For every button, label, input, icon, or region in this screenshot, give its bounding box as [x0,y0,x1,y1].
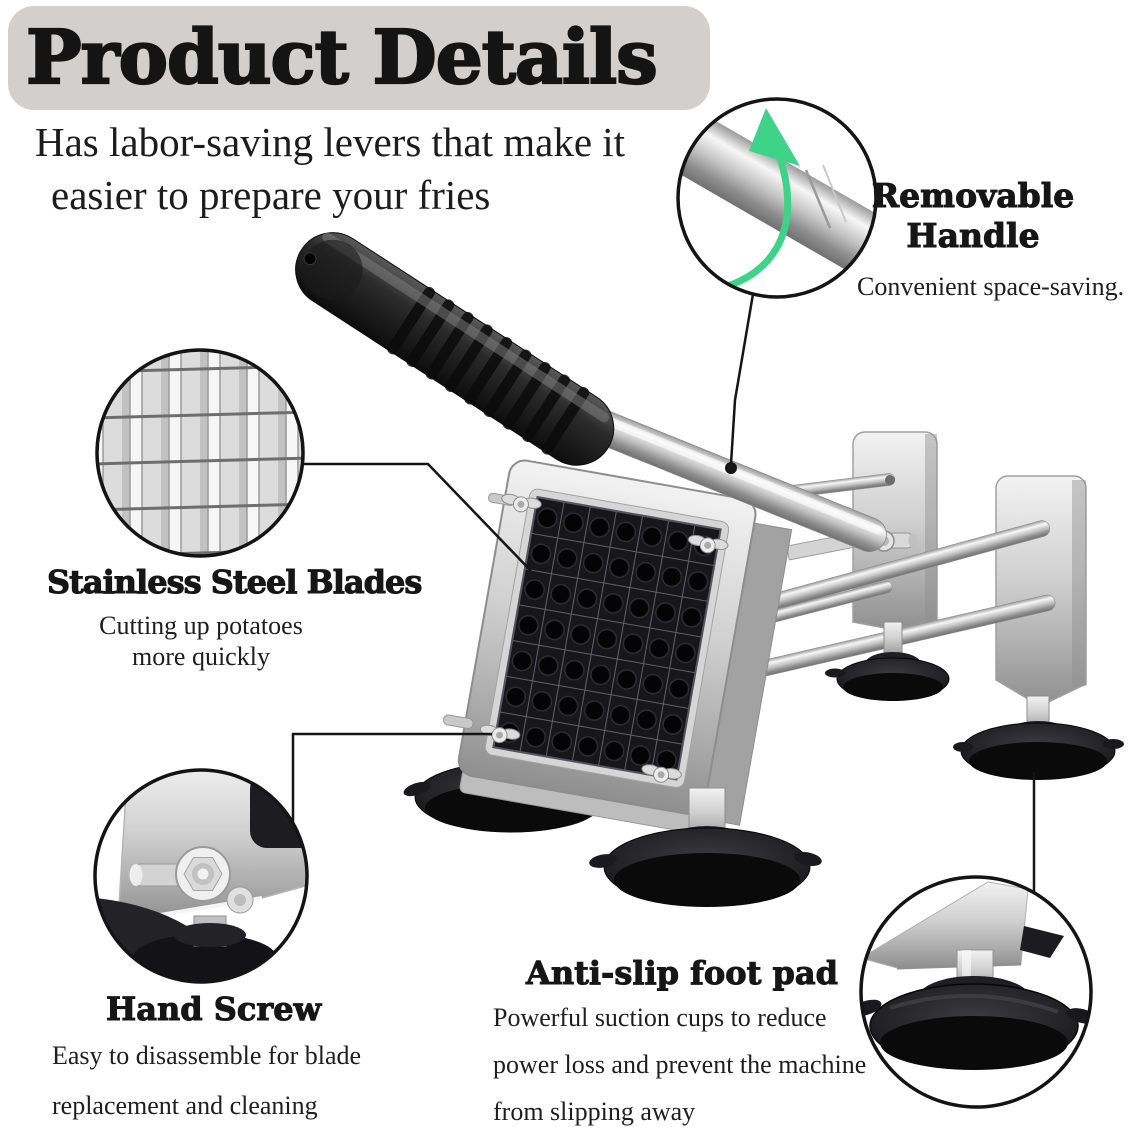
intro-line: Has labor-saving levers that make it [35,119,626,165]
callout-desc-line: Cutting up potatoes [99,611,303,640]
suction-foot-front [589,787,822,907]
zoom-circle-hand-screw [95,770,307,982]
zoom-circle-blades [97,350,303,556]
callout-title-line: Handle [906,216,1040,256]
callout-desc-hand-screw: Easy to disassemble for blade replacemen… [52,1031,361,1127]
circle-outline-removable-handle [676,97,878,299]
callout-desc-line: Powerful suction cups to reduce [493,1003,827,1032]
pusher-grid [492,495,722,781]
zoom-circle-foot-pad [861,877,1091,1107]
callout-desc-stainless-steel-blades: Cutting up potatoes more quickly [55,610,347,672]
suction-foot-rear [953,695,1124,780]
handle-grip [295,232,615,466]
callout-desc-line: more quickly [132,642,270,671]
leader-lines [291,293,1036,893]
cutting-head [442,459,793,836]
leader-dot [725,462,737,474]
callout-desc-line: power loss and prevent the machine [493,1050,867,1079]
callout-title-hand-screw: Hand Screw [105,990,322,1029]
callout-desc-line: from slipping away [493,1097,696,1126]
callout-desc-line: replacement and cleaning [52,1091,318,1120]
leader-removable-handle [729,293,755,465]
title-banner: Product Details [8,6,710,110]
callout-title-anti-slip-foot-pad: Anti-slip foot pad [525,954,839,993]
callout-desc-anti-slip-foot-pad: Powerful suction cups to reduce power lo… [493,994,866,1127]
callout-desc-removable-handle: Convenient space-saving. [857,272,1125,301]
page-title: Product Details [25,14,659,102]
leader-hand-screw [291,732,492,823]
callout-desc-line: Easy to disassemble for blade [52,1041,362,1070]
circle-outline-blades [95,348,305,558]
circle-outline-hand-screw [93,768,309,984]
suction-foot-middle [825,621,950,701]
hand-screw-bolt [175,846,231,902]
intro-text: Has labor-saving levers that make it eas… [35,116,625,222]
wing-screw [641,764,682,783]
leader-blades [302,462,532,572]
circle-outline-foot-pad [859,875,1093,1109]
wing-screw [501,493,542,513]
intro-line: easier to prepare your fries [51,172,491,218]
callout-title-stainless-steel-blades: Stainless Steel Blades [46,563,422,602]
fry-cutter-machine [295,232,1124,907]
wing-screw [687,534,729,554]
callout-title-line: Removable [871,176,1075,216]
callout-title-removable-handle: Removable Handle [855,176,1091,256]
